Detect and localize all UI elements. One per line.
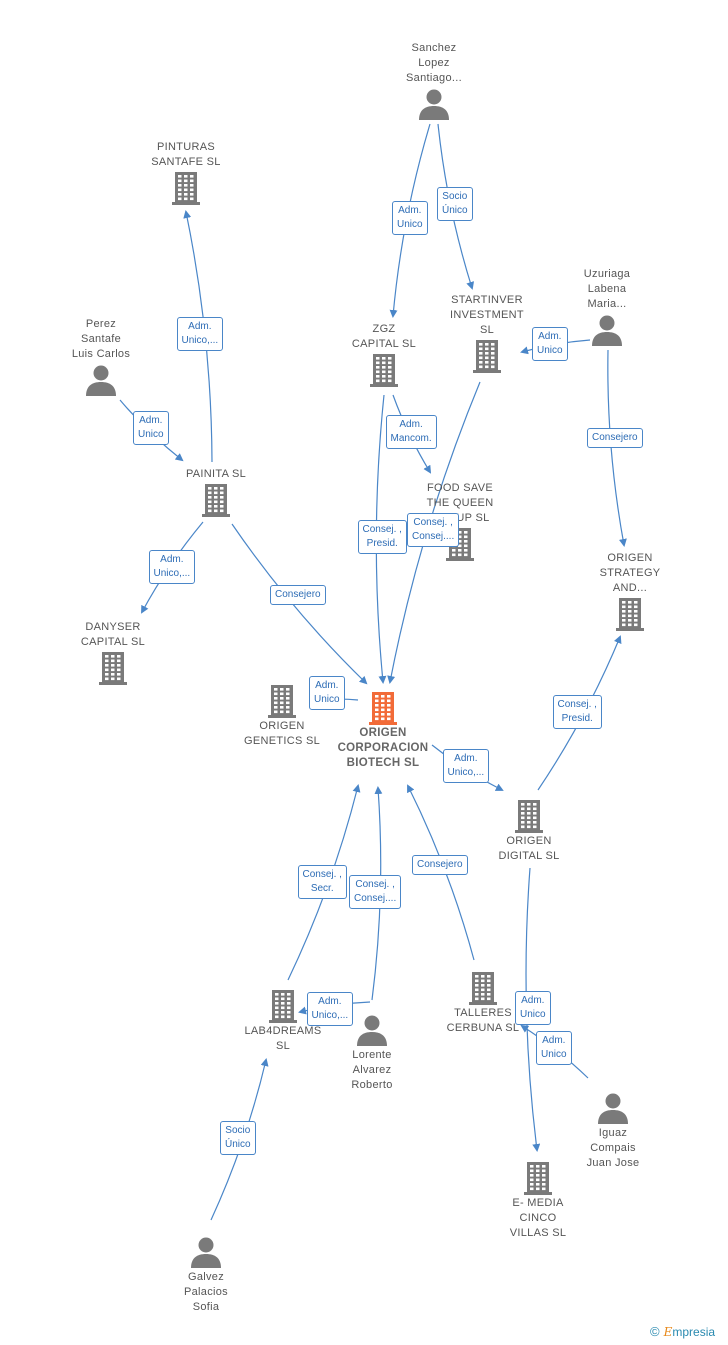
node-lorente[interactable]: Lorente Alvarez Roberto bbox=[312, 1012, 432, 1093]
node-startinver[interactable]: STARTINVER INVESTMENT SL bbox=[427, 293, 547, 374]
node-label-danyser: DANYSER CAPITAL SL bbox=[80, 621, 146, 648]
edge-label-zgz-to-corporacion[interactable]: Consej. , Presid. bbox=[357, 520, 407, 554]
edge-label-galvez-to-lab4dreams[interactable]: Socio Único bbox=[220, 1121, 256, 1155]
edge-label-corporacion-to-digital[interactable]: Adm. Unico,... bbox=[442, 749, 490, 783]
building-icon bbox=[616, 598, 644, 631]
edge-label-lorente-to-corporacion[interactable]: Consej. , Consej.... bbox=[349, 875, 402, 909]
brand-name: mpresia bbox=[672, 1325, 716, 1339]
node-iguaz[interactable]: Iguaz Compais Juan Jose bbox=[553, 1090, 673, 1171]
node-label-emedia: E- MEDIA CINCO VILLAS SL bbox=[509, 1197, 567, 1239]
edge-label-digital-to-emedia[interactable]: Adm. Unico bbox=[515, 991, 551, 1025]
node-uzuriaga[interactable]: Uzuriaga Labena Maria... bbox=[547, 267, 667, 348]
edge-label-painita-to-corporacion[interactable]: Consejero bbox=[270, 585, 326, 605]
person-icon bbox=[592, 315, 622, 346]
person-icon bbox=[191, 1237, 221, 1268]
brand-initial: E bbox=[663, 1325, 673, 1339]
edge-label-digital-to-strategy[interactable]: Consej. , Presid. bbox=[552, 695, 602, 729]
edge-painita-to-corporacion bbox=[231, 523, 368, 685]
building-icon bbox=[524, 1162, 552, 1195]
node-galvez[interactable]: Galvez Palacios Sofia bbox=[146, 1234, 266, 1315]
building-icon bbox=[370, 354, 398, 387]
node-digital[interactable]: ORIGEN DIGITAL SL bbox=[469, 798, 589, 864]
node-label-lab4dreams: LAB4DREAMS SL bbox=[244, 1025, 322, 1052]
node-perez[interactable]: Perez Santafe Luis Carlos bbox=[41, 317, 161, 398]
node-genetics[interactable]: ORIGEN GENETICS SL bbox=[222, 683, 342, 749]
edge-label-painita-to-pinturas[interactable]: Adm. Unico,... bbox=[176, 317, 224, 351]
node-painita[interactable]: PAINITA SL bbox=[156, 467, 276, 518]
edge-label-sanchez-to-zgz[interactable]: Adm. Unico bbox=[392, 201, 428, 235]
node-talleres[interactable]: TALLERES CERBUNA SL bbox=[423, 970, 543, 1036]
edge-label-lorente-to-lab4dreams[interactable]: Adm. Unico,... bbox=[306, 992, 354, 1026]
node-label-sanchez: Sanchez Lopez Santiago... bbox=[406, 42, 462, 84]
building-icon bbox=[268, 685, 296, 718]
node-label-corporacion: ORIGEN CORPORACION BIOTECH SL bbox=[337, 727, 429, 769]
node-label-talleres: TALLERES CERBUNA SL bbox=[446, 1007, 520, 1034]
edge-label-startinver-to-corporacion[interactable]: Consej. , Consej.... bbox=[407, 513, 460, 547]
node-label-startinver: STARTINVER INVESTMENT SL bbox=[450, 294, 524, 336]
node-label-lorente: Lorente Alvarez Roberto bbox=[351, 1049, 393, 1091]
person-icon bbox=[86, 365, 116, 396]
node-emedia[interactable]: E- MEDIA CINCO VILLAS SL bbox=[478, 1160, 598, 1241]
node-label-genetics: ORIGEN GENETICS SL bbox=[243, 720, 321, 747]
node-zgz[interactable]: ZGZ CAPITAL SL bbox=[324, 322, 444, 388]
person-icon bbox=[598, 1093, 628, 1124]
node-label-galvez: Galvez Palacios Sofia bbox=[184, 1271, 228, 1313]
node-strategy[interactable]: ORIGEN STRATEGY AND... bbox=[570, 551, 690, 632]
node-label-iguaz: Iguaz Compais Juan Jose bbox=[586, 1127, 640, 1169]
edge-label-sanchez-to-startinver[interactable]: Socio Único bbox=[437, 187, 473, 221]
building-icon bbox=[269, 990, 297, 1023]
node-label-perez: Perez Santafe Luis Carlos bbox=[71, 318, 131, 360]
edge-label-iguaz-to-emedia[interactable]: Adm. Unico bbox=[536, 1031, 572, 1065]
node-label-pinturas: PINTURAS SANTAFE SL bbox=[151, 141, 221, 168]
person-icon bbox=[419, 89, 449, 120]
node-label-strategy: ORIGEN STRATEGY AND... bbox=[599, 552, 661, 594]
node-sanchez[interactable]: Sanchez Lopez Santiago... bbox=[374, 41, 494, 122]
building-icon bbox=[99, 652, 127, 685]
node-corporacion[interactable]: ORIGEN CORPORACION BIOTECH SL bbox=[323, 690, 443, 771]
edge-label-zgz-to-foodsave[interactable]: Adm. Mancom. bbox=[385, 415, 437, 449]
building-icon bbox=[369, 692, 397, 725]
building-icon bbox=[473, 340, 501, 373]
node-label-digital: ORIGEN DIGITAL SL bbox=[498, 835, 560, 862]
node-label-uzuriaga: Uzuriaga Labena Maria... bbox=[583, 268, 631, 310]
edge-label-talleres-to-corporacion[interactable]: Consejero bbox=[412, 855, 468, 875]
edge-label-uzuriaga-to-strategy[interactable]: Consejero bbox=[587, 428, 643, 448]
node-danyser[interactable]: DANYSER CAPITAL SL bbox=[53, 620, 173, 686]
building-icon bbox=[469, 972, 497, 1005]
building-icon bbox=[202, 484, 230, 517]
node-label-foodsave: FOOD SAVE THE QUEEN GROUP SL bbox=[426, 482, 494, 524]
empresia-brand: ©Empresia bbox=[650, 1324, 715, 1339]
edge-label-painita-to-danyser[interactable]: Adm. Unico,... bbox=[148, 550, 196, 584]
edge-label-lab4dreams-to-corporacion[interactable]: Consej. , Secr. bbox=[297, 865, 347, 899]
edge-label-perez-to-painita[interactable]: Adm. Unico bbox=[133, 411, 169, 445]
copyright-symbol: © bbox=[650, 1324, 660, 1339]
building-icon bbox=[515, 800, 543, 833]
edge-label-corporacion-to-genetics[interactable]: Adm. Unico bbox=[309, 676, 345, 710]
building-icon bbox=[172, 172, 200, 205]
node-label-painita: PAINITA SL bbox=[185, 468, 247, 480]
person-icon bbox=[357, 1015, 387, 1046]
edge-label-uzuriaga-to-startinver[interactable]: Adm. Unico bbox=[532, 327, 568, 361]
node-lab4dreams[interactable]: LAB4DREAMS SL bbox=[223, 988, 343, 1054]
node-pinturas[interactable]: PINTURAS SANTAFE SL bbox=[126, 140, 246, 206]
node-label-zgz: ZGZ CAPITAL SL bbox=[351, 323, 417, 350]
